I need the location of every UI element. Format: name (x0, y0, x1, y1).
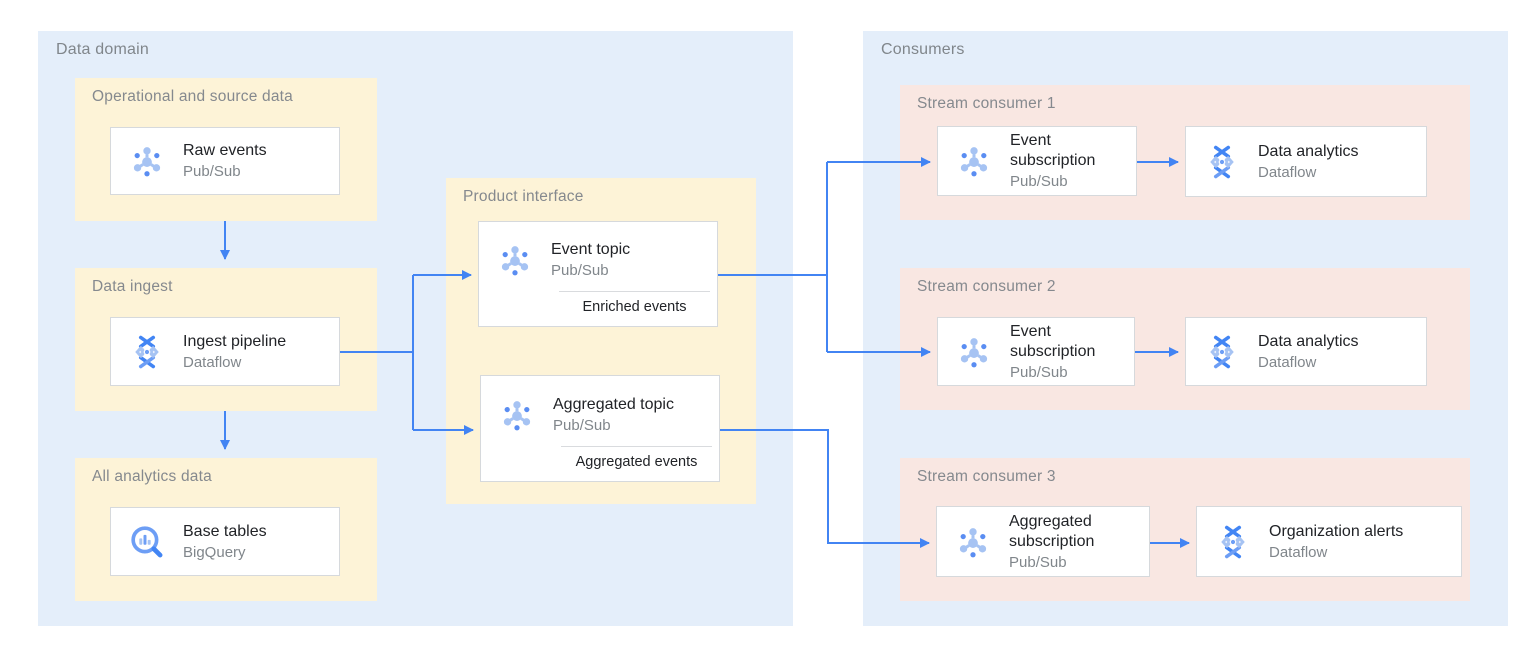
pubsub-icon (132, 145, 162, 178)
card-subtitle: Dataflow (1258, 353, 1317, 371)
group-title: Stream consumer 2 (917, 278, 1056, 295)
group-stream-consumer-1: Stream consumer 1 Event subscription Pub… (900, 85, 1470, 220)
card-data-analytics-2: Data analytics Dataflow (1185, 317, 1427, 386)
card-footer: Aggregated events (561, 445, 712, 474)
group-title: Stream consumer 1 (917, 95, 1056, 112)
pubsub-icon (500, 244, 530, 277)
card-title: Raw events (183, 142, 267, 159)
card-title: Base tables (183, 522, 267, 540)
card-title: Event topic (551, 241, 631, 258)
group-operational-source-data: Operational and source data Raw events P… (75, 78, 377, 221)
card-subtitle: Pub/Sub (553, 416, 611, 434)
group-title: Operational and source data (92, 88, 294, 105)
group-title: Product interface (463, 188, 584, 205)
bigquery-icon (126, 521, 168, 563)
card-title: Event subscription (1010, 322, 1096, 360)
card-subtitle: Dataflow (183, 353, 242, 371)
group-product-interface: Product interface Event topic Pub/Sub En… (446, 178, 756, 504)
card-base-tables: Base tables BigQuery (110, 507, 340, 576)
card-footer: Enriched events (559, 291, 710, 319)
group-data-ingest: Data ingest Ingest pipeline Dataflow (75, 268, 377, 411)
dataflow-icon (1210, 145, 1234, 178)
pubsub-icon (959, 145, 989, 178)
group-all-analytics-data: All analytics data Base tables BigQuery (75, 458, 377, 601)
card-title: Organization alerts (1269, 522, 1404, 540)
card-subtitle: Pub/Sub (1010, 363, 1068, 381)
card-title: Data analytics (1258, 142, 1359, 160)
card-title: Data analytics (1258, 332, 1359, 350)
group-title: Stream consumer 3 (917, 468, 1056, 485)
pubsub-icon (502, 399, 532, 432)
card-subtitle: Pub/Sub (1010, 173, 1068, 190)
card-aggregated-topic: Aggregated topic Pub/Sub Aggregated even… (480, 375, 720, 482)
card-event-topic: Event topic Pub/Sub Enriched events (478, 221, 718, 327)
dataflow-icon (1210, 335, 1234, 368)
dataflow-icon (1221, 525, 1245, 558)
card-subtitle: Pub/Sub (551, 262, 609, 279)
card-subtitle: Dataflow (1258, 163, 1317, 181)
group-stream-consumer-3: Stream consumer 3 Aggregated subscriptio… (900, 458, 1470, 601)
card-title: Aggregated topic (553, 395, 674, 413)
panel-title-data-domain: Data domain (56, 41, 149, 58)
group-title: All analytics data (92, 468, 212, 485)
card-event-subscription-1: Event subscription Pub/Sub (937, 126, 1137, 196)
group-title: Data ingest (92, 278, 173, 295)
pubsub-icon (959, 336, 989, 369)
card-title: Ingest pipeline (183, 332, 287, 350)
card-title: Aggregated subscription (1009, 512, 1095, 550)
group-stream-consumer-2: Stream consumer 2 Event subscription Pub… (900, 268, 1470, 410)
card-event-subscription-2: Event subscription Pub/Sub (937, 317, 1135, 386)
card-subtitle: Pub/Sub (183, 163, 241, 180)
card-data-analytics-1: Data analytics Dataflow (1185, 126, 1427, 197)
card-organization-alerts-3: Organization alerts Dataflow (1196, 506, 1462, 577)
card-subtitle: Dataflow (1269, 543, 1328, 561)
card-aggregated-subscription-3: Aggregated subscription Pub/Sub (936, 506, 1150, 577)
panel-title-consumers: Consumers (881, 41, 965, 58)
pubsub-icon (958, 526, 988, 559)
card-raw-events: Raw events Pub/Sub (110, 127, 340, 195)
card-ingest-pipeline: Ingest pipeline Dataflow (110, 317, 340, 386)
card-subtitle: Pub/Sub (1009, 553, 1067, 571)
card-title: Event subscription (1010, 132, 1096, 169)
card-subtitle: BigQuery (183, 543, 246, 561)
dataflow-icon (135, 335, 159, 368)
